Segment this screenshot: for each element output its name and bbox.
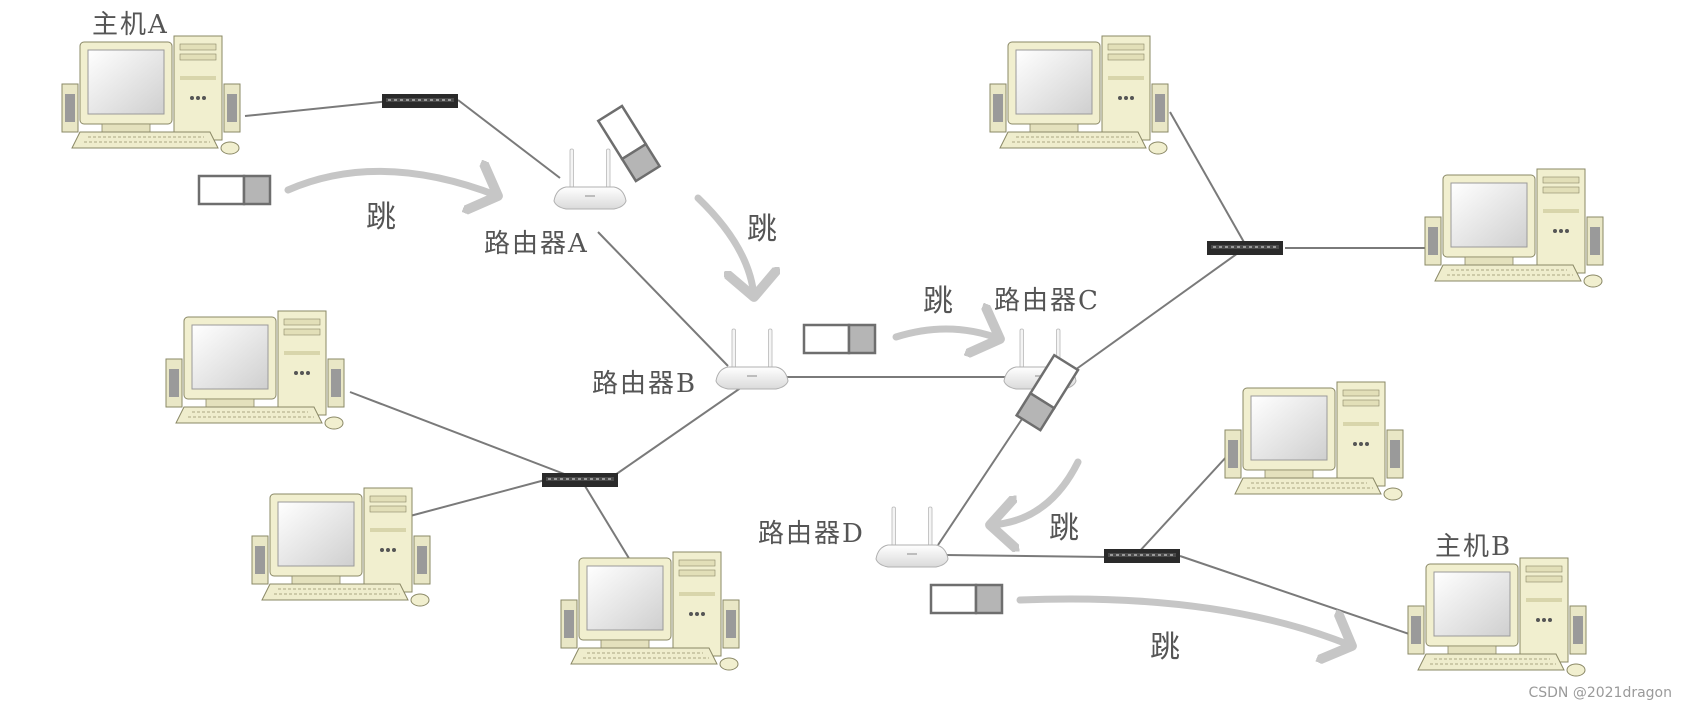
router-icon-a xyxy=(553,148,627,210)
computer-icon-5 xyxy=(1424,168,1604,288)
cable-switch1-routera xyxy=(457,99,561,179)
computer-icon-6 xyxy=(1224,381,1404,501)
computer-icon-3 xyxy=(560,551,740,671)
hop-arrow-3 xyxy=(892,329,1000,339)
cable-routerb-switch2 xyxy=(614,377,756,476)
cable-routera-routerb xyxy=(597,231,729,367)
cable-routerd-switch4 xyxy=(944,554,1106,558)
hop-label-5: 跳 xyxy=(1150,630,1180,665)
computer-icon-2 xyxy=(251,487,431,607)
router-b-label: 路由器B xyxy=(592,369,698,399)
cable-switch4-pc6 xyxy=(1137,454,1229,554)
switch-icon-4 xyxy=(1104,549,1180,563)
host-a-label: 主机A xyxy=(92,10,169,40)
host-b-label: 主机B xyxy=(1435,532,1513,562)
hop-arrow-2 xyxy=(694,194,754,297)
router-c-label: 路由器C xyxy=(994,286,1100,316)
cable-switch2-pc1 xyxy=(349,391,581,481)
computer-icon-1 xyxy=(165,310,345,430)
hop-arrow-5 xyxy=(1016,595,1352,646)
watermark-text: CSDN @2021dragon xyxy=(1528,685,1672,701)
hop-label-1: 跳 xyxy=(366,200,396,235)
computer-icon-host-b xyxy=(1407,557,1587,677)
cable-hosta-switch1 xyxy=(244,100,391,117)
switch-icon-1 xyxy=(382,94,458,108)
hop-label-2: 跳 xyxy=(747,212,777,247)
cable-switch2-pc3 xyxy=(584,485,631,561)
cable-switch4-hostb xyxy=(1179,555,1416,637)
hop-arrow-1 xyxy=(284,171,498,196)
router-d-label: 路由器D xyxy=(758,519,865,549)
switch-icon-3 xyxy=(1207,241,1283,255)
router-icon-d xyxy=(875,506,949,568)
hop-arrow-4 xyxy=(990,458,1082,525)
hop-label-3: 跳 xyxy=(923,284,953,319)
packet-icon-4 xyxy=(1015,353,1080,432)
switch-icon-2 xyxy=(542,473,618,487)
router-a-label: 路由器A xyxy=(484,229,589,259)
router-icon-b xyxy=(715,328,789,390)
cable-routerc-switch3 xyxy=(1074,247,1246,371)
cable-switch3-pc4 xyxy=(1169,111,1246,245)
hop-label-4: 跳 xyxy=(1049,511,1079,546)
computer-icon-4 xyxy=(989,35,1169,155)
packet-icon-5 xyxy=(929,583,1004,615)
computer-icon-host-a xyxy=(61,35,241,155)
packet-icon-3 xyxy=(802,323,877,355)
packet-icon-1 xyxy=(197,174,272,206)
hop-arrows xyxy=(284,171,1352,646)
cable-switch2-pc2 xyxy=(409,479,546,517)
